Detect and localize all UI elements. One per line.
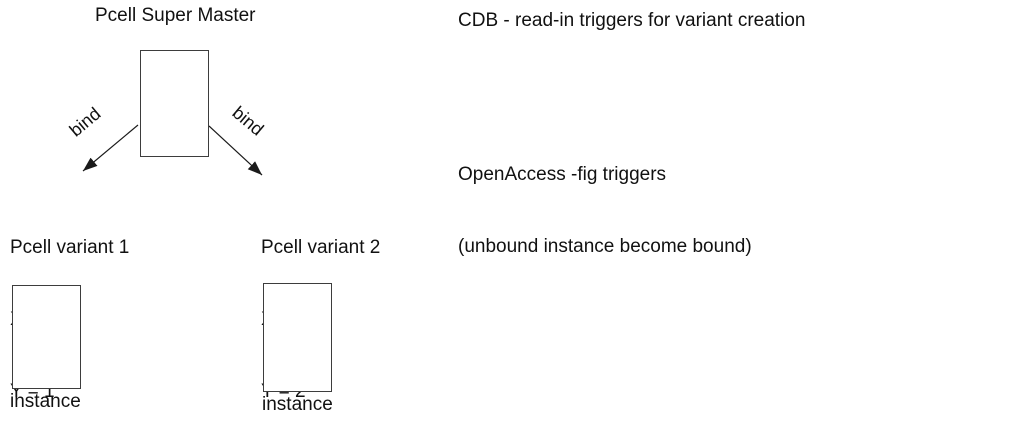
bind-arrow-left — [82, 124, 139, 172]
variant1-title: Pcell variant 1 — [10, 237, 130, 258]
variant1-instance-box — [12, 285, 81, 389]
variant2-title: Pcell variant 2 — [261, 237, 381, 258]
super-master-title: Pcell Super Master — [95, 5, 256, 26]
bind-arrow-right — [208, 125, 263, 176]
variant1-text-block: Pcell variant 1 X = 1 Y = 1 — [10, 188, 129, 427]
openaccess-trigger-line1: OpenAccess -fig triggers — [458, 164, 667, 185]
openaccess-trigger-line2: (unbound instance become bound) — [458, 236, 752, 257]
openaccess-trigger-annotation: OpenAccess -fig triggers (unbound instan… — [458, 115, 752, 307]
variant1-instance-label: instance — [10, 391, 81, 412]
super-master-box — [140, 50, 209, 157]
variant2-instance-label: instance — [262, 394, 333, 415]
cdb-trigger-annotation: CDB - read-in triggers for variant creat… — [458, 10, 806, 31]
variant2-instance-box — [263, 283, 332, 392]
